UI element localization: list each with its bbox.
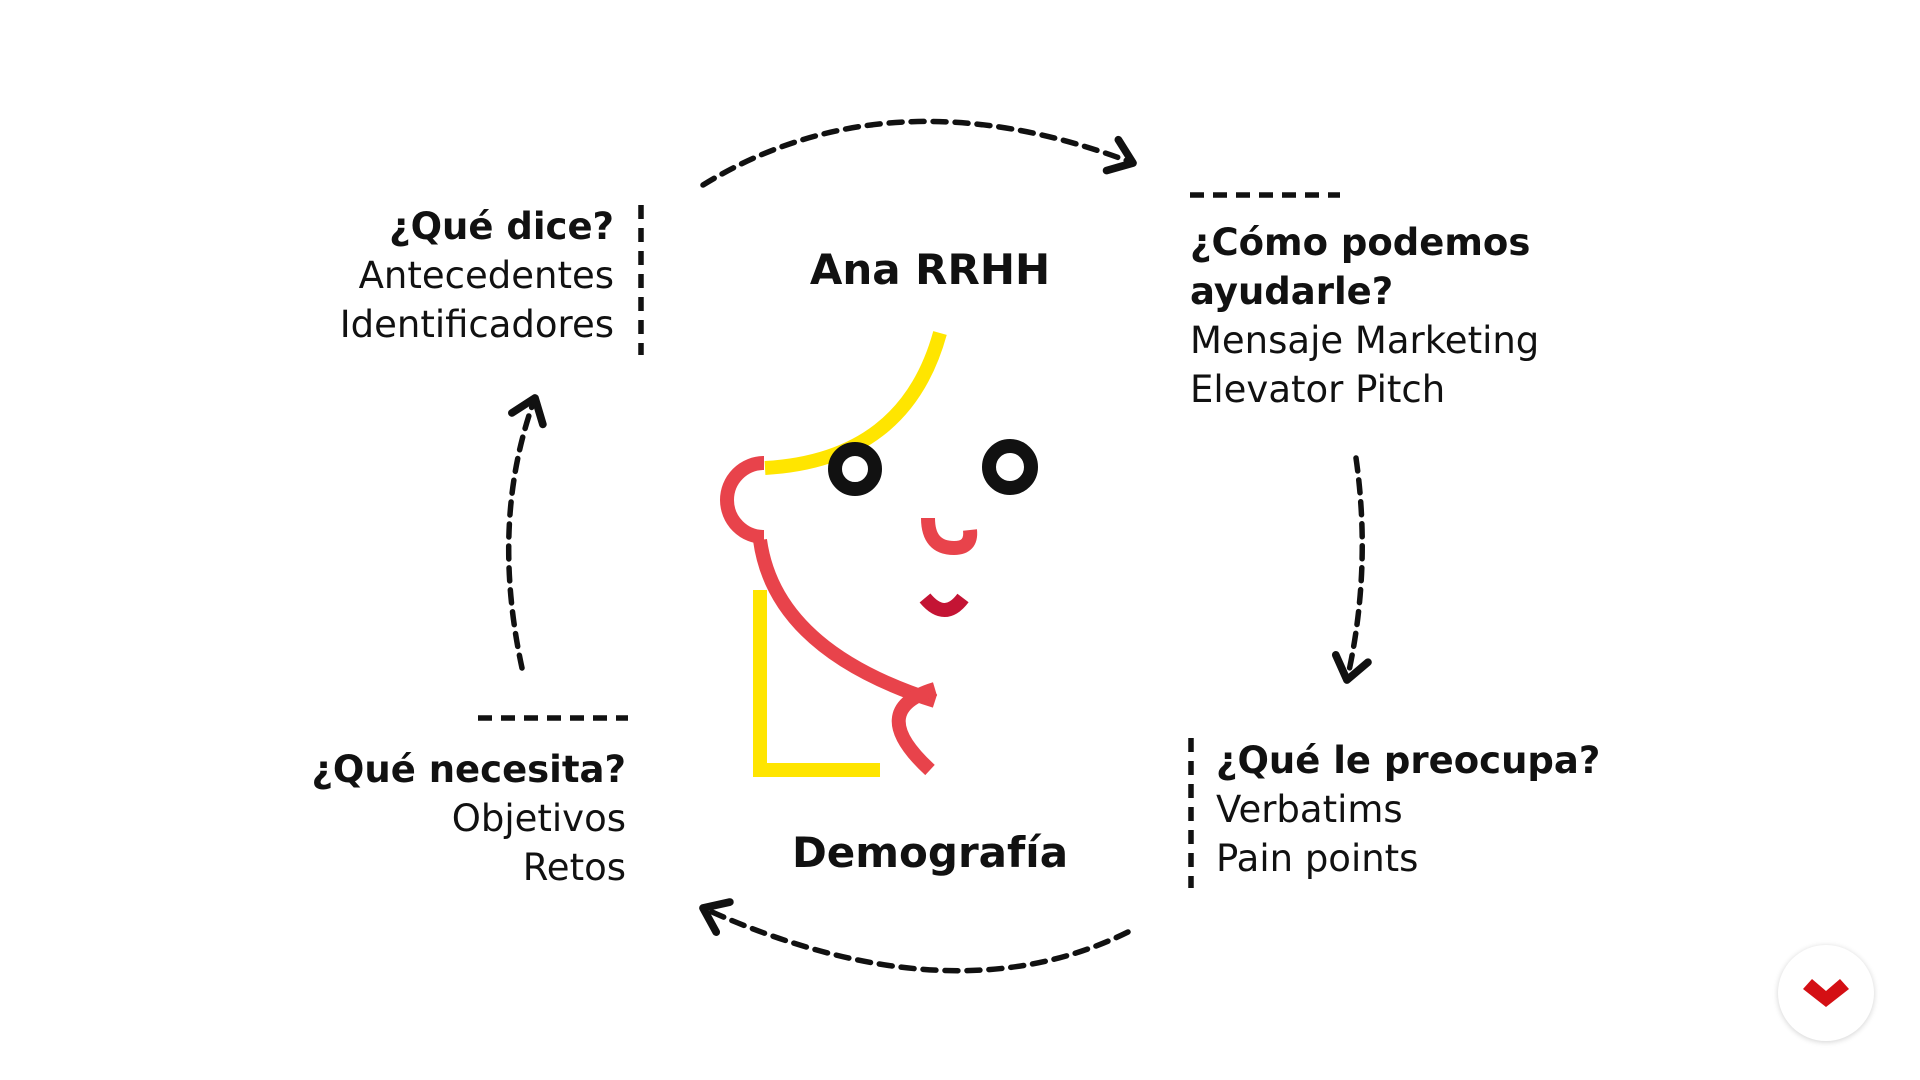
neck-outline (753, 590, 880, 777)
item-identificadores: Identificadores (339, 303, 614, 346)
arrow-top (700, 118, 1137, 188)
nose (921, 517, 978, 556)
block-how-help: ¿Cómo podemos ayudarle? Mensaje Marketin… (1190, 218, 1610, 414)
item-pain-points: Pain points (1216, 837, 1419, 880)
item-mensaje-marketing: Mensaje Marketing (1190, 319, 1540, 362)
dashed-separators (478, 192, 1340, 888)
jaw (753, 538, 938, 708)
cycle-arrows (505, 118, 1372, 974)
item-antecedentes: Antecedentes (358, 254, 614, 297)
block-what-says: ¿Qué dice? Antecedentes Identificadores (300, 202, 614, 349)
question-what-needs: ¿Qué necesita? (311, 748, 626, 791)
arrow-bottom (699, 898, 1131, 974)
brand-logo-icon (1803, 979, 1849, 1007)
question-worries: ¿Qué le preocupa? (1216, 739, 1601, 782)
question-how-help-line1: ¿Cómo podemos (1190, 221, 1531, 264)
question-what-says: ¿Qué dice? (389, 205, 614, 248)
mouth (919, 593, 969, 617)
item-retos: Retos (522, 846, 626, 889)
hair-stroke (764, 331, 947, 475)
item-elevator-pitch: Elevator Pitch (1190, 368, 1446, 411)
brand-logo-badge[interactable] (1778, 945, 1874, 1041)
arrow-left (505, 394, 547, 671)
left-eye (828, 442, 882, 496)
arrow-right (1331, 455, 1372, 684)
persona-demographics: Demografía (791, 828, 1069, 877)
persona-name: Ana RRHH (809, 245, 1051, 294)
item-objetivos: Objetivos (451, 797, 626, 840)
block-worries: ¿Qué le preocupa? Verbatims Pain points (1216, 736, 1636, 883)
ear (720, 456, 765, 544)
question-how-help-line2: ayudarle? (1190, 270, 1394, 313)
block-what-needs: ¿Qué necesita? Objetivos Retos (300, 745, 626, 892)
persona-face-icon (720, 331, 1038, 777)
right-eye (982, 439, 1038, 495)
item-verbatims: Verbatims (1216, 788, 1403, 831)
chin (891, 682, 938, 776)
